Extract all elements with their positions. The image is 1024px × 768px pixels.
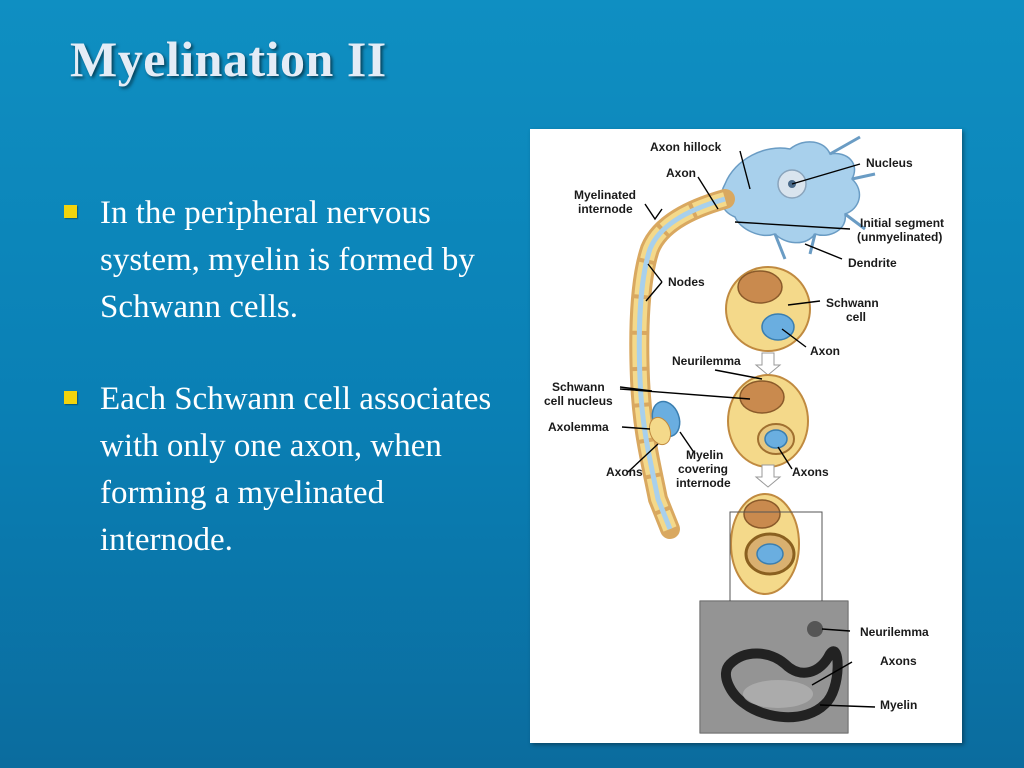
arrow-down-icon (754, 464, 782, 488)
bullet-text: In the peripheral nervous system, myelin… (100, 195, 475, 325)
label-axons-right: Axons (792, 465, 829, 479)
label-schwann-nucleus-line2: cell nucleus (544, 394, 613, 408)
label-myelinated-line1: Myelinated (574, 188, 636, 202)
arrow-down-icon (754, 352, 782, 376)
neuron-cell-body (720, 135, 876, 260)
label-neurilemma: Neurilemma (672, 354, 741, 368)
diagram-svg: Axon hillock Axon Nucleus Myelinated int… (544, 135, 944, 734)
label-axon-top: Axon (666, 166, 696, 180)
bullet-item: Each Schwann cell associates with only o… (60, 376, 510, 564)
label-myelin-covering-line2: covering (678, 462, 728, 476)
label-myelin-covering-line3: internode (676, 476, 731, 490)
label-initial-line2: (unmyelinated) (857, 230, 942, 244)
square-bullet-icon (64, 205, 77, 218)
square-bullet-icon (64, 391, 77, 404)
label-dendrite: Dendrite (848, 256, 897, 270)
label-em-myelin: Myelin (880, 698, 917, 712)
label-nucleus: Nucleus (866, 156, 913, 170)
label-nodes: Nodes (668, 275, 705, 289)
myelination-diagram: Axon hillock Axon Nucleus Myelinated int… (530, 129, 962, 743)
schwann-stage-2 (727, 374, 809, 468)
label-schwann-line2: cell (846, 310, 866, 324)
bullet-item: In the peripheral nervous system, myelin… (60, 190, 510, 331)
label-em-axons: Axons (880, 654, 917, 668)
label-initial-line1: Initial segment (860, 216, 944, 230)
label-axon-hillock: Axon hillock (650, 140, 722, 154)
electron-micrograph (699, 600, 849, 734)
label-axolemma: Axolemma (548, 420, 609, 434)
label-axon-mid: Axon (810, 344, 840, 358)
label-axons-left: Axons (606, 465, 643, 479)
label-myelinated-line2: internode (578, 202, 633, 216)
label-schwann-nucleus-line1: Schwann (552, 380, 605, 394)
bullet-text: Each Schwann cell associates with only o… (100, 381, 492, 558)
slide-title: Myelination II (70, 31, 387, 87)
label-em-neurilemma: Neurilemma (860, 625, 929, 639)
leader-lines (619, 150, 876, 708)
label-myelin-covering-line1: Myelin (686, 448, 723, 462)
schwann-stage-3 (699, 493, 849, 603)
bullet-list: In the peripheral nervous system, myelin… (60, 190, 510, 564)
label-schwann-line1: Schwann (826, 296, 879, 310)
schwann-stage-1 (725, 266, 811, 352)
